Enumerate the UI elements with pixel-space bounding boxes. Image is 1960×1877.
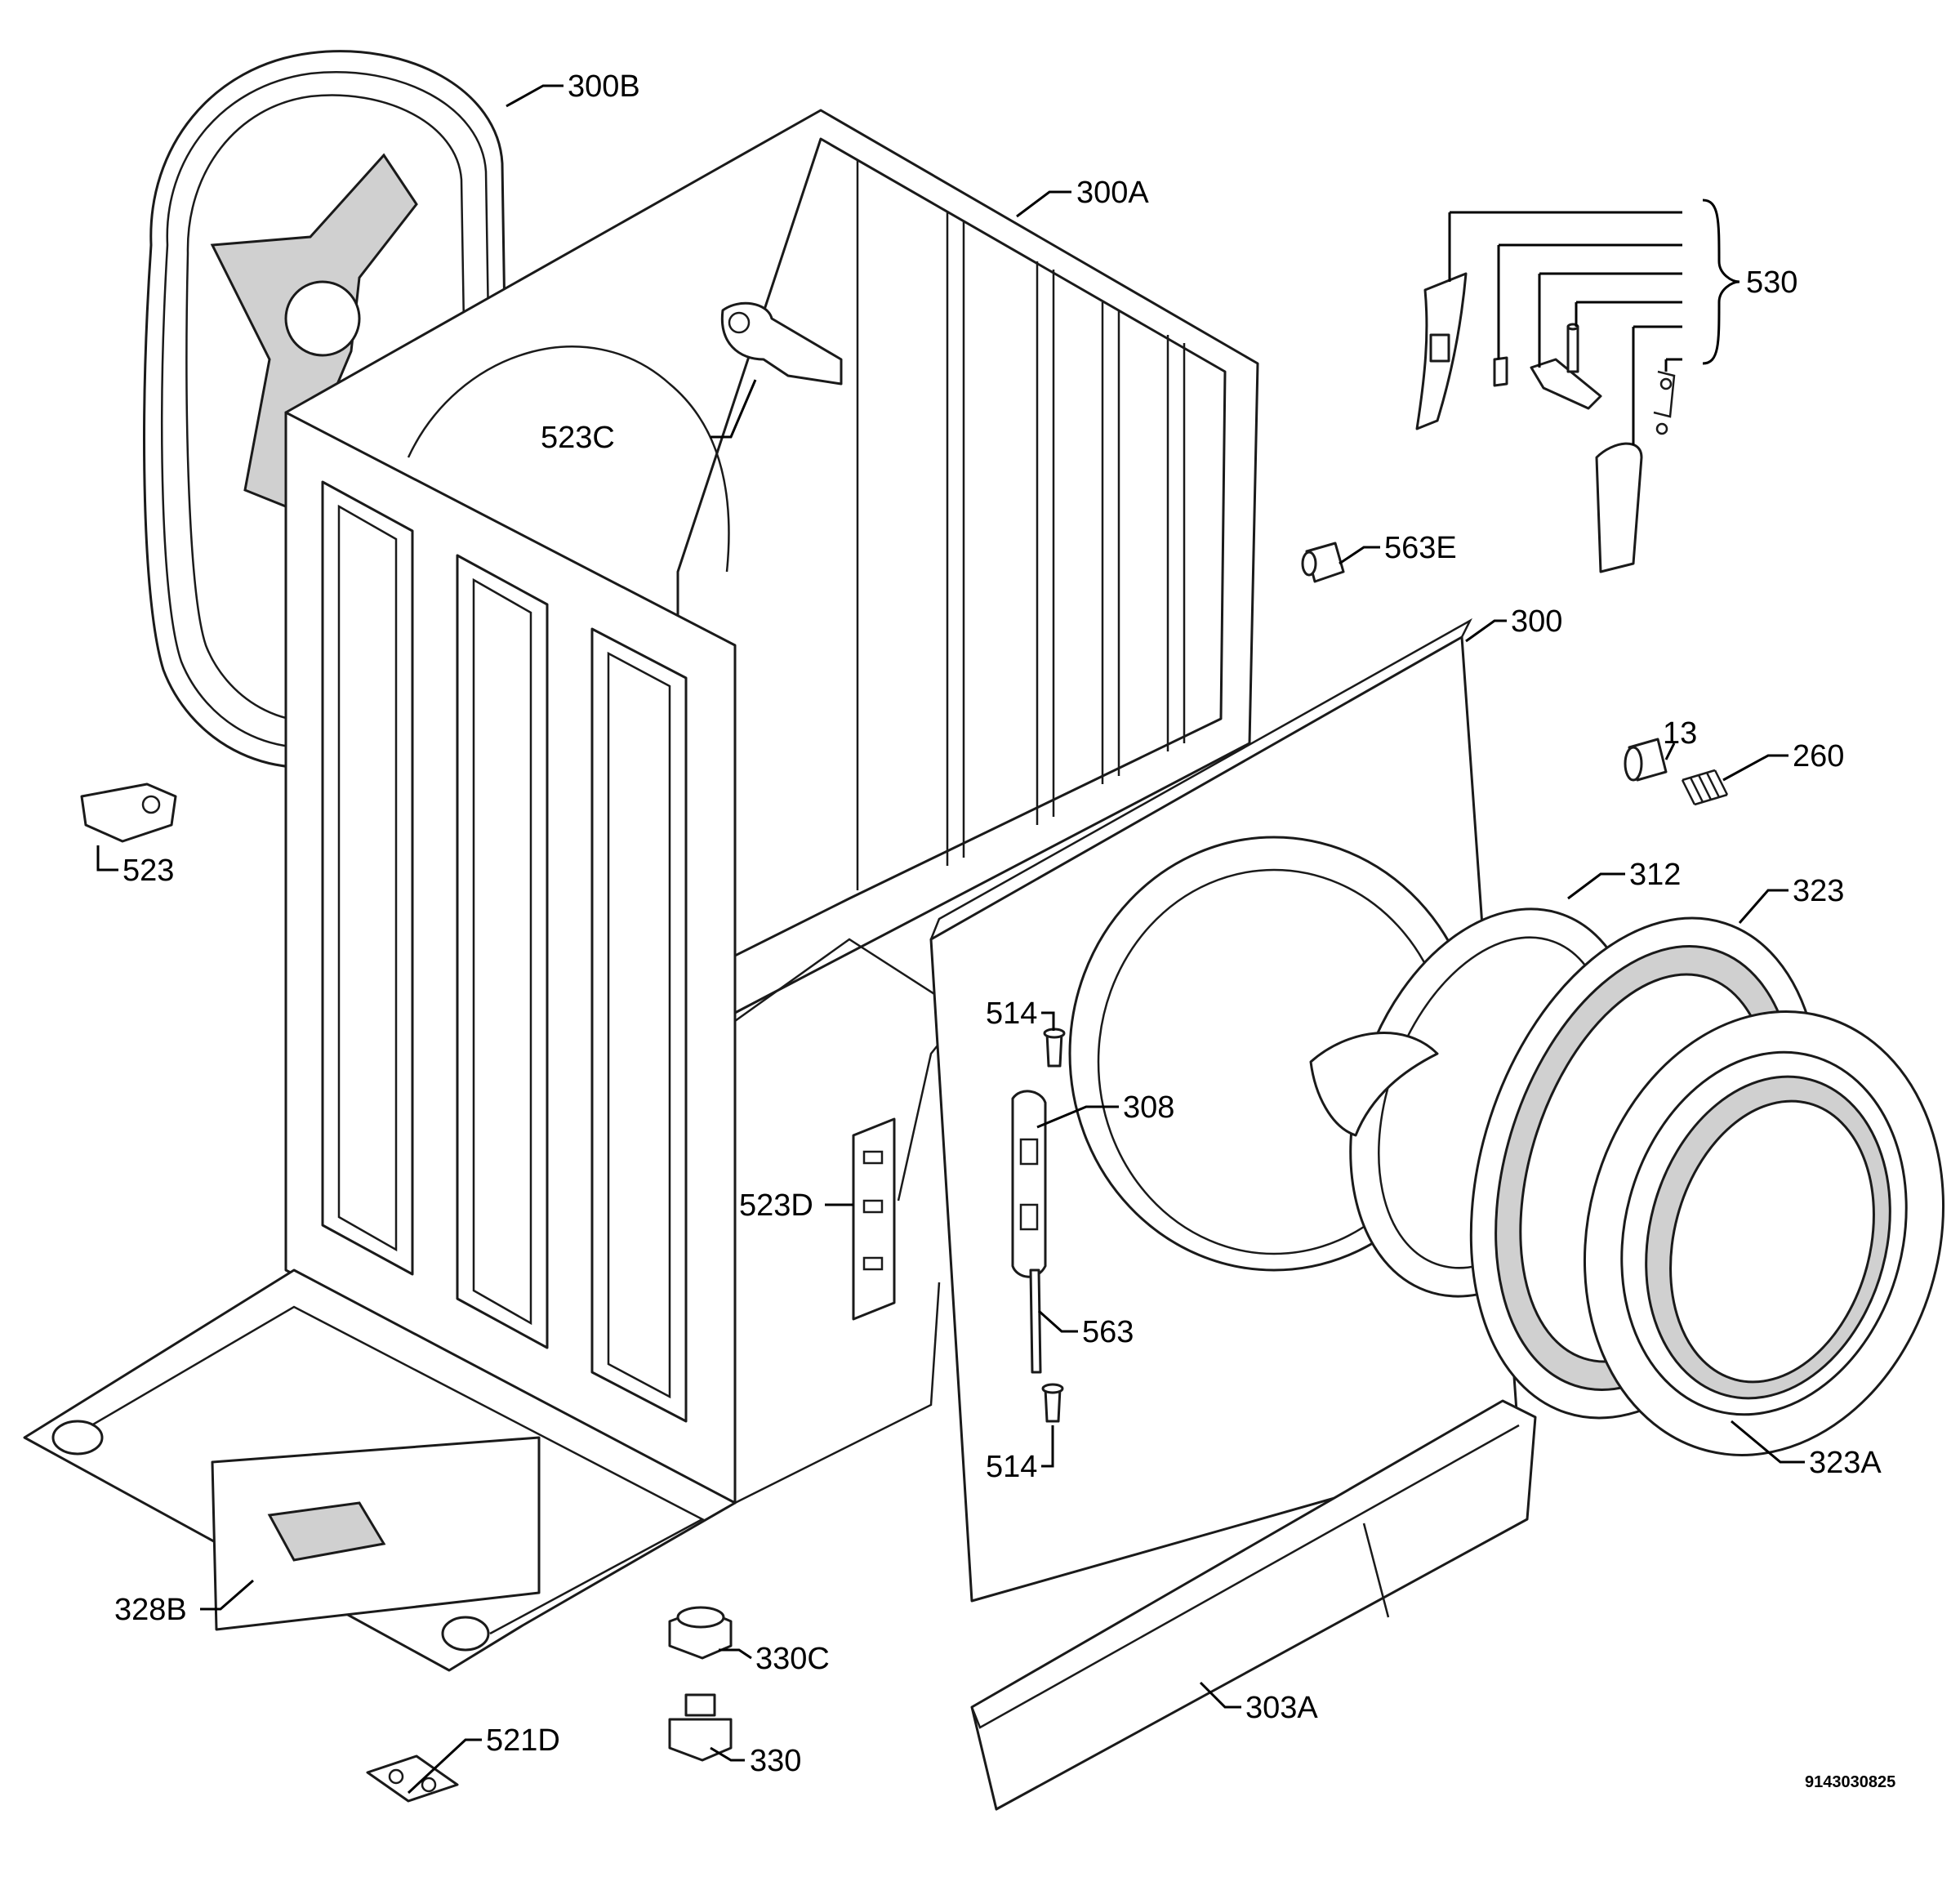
label-523C: 523C <box>541 421 615 455</box>
label-514-top: 514 <box>986 996 1037 1031</box>
valve-330 <box>668 1693 733 1762</box>
label-300A: 300A <box>1076 176 1149 210</box>
label-323: 323 <box>1793 874 1844 908</box>
label-323A: 323A <box>1809 1446 1882 1480</box>
bracket-523D <box>852 1117 896 1321</box>
pin-514-top <box>1043 1028 1066 1068</box>
label-523: 523 <box>122 854 174 888</box>
hinge-308 <box>1011 1090 1047 1278</box>
label-523D: 523D <box>739 1188 813 1223</box>
base-plinth-328B <box>23 1268 737 1672</box>
label-330C: 330C <box>755 1642 830 1676</box>
pin-514-bottom <box>1041 1383 1064 1423</box>
bushing-563E <box>1301 542 1345 583</box>
part-labels: 300B 300A 530 523C 563E 300 13 260 523 3… <box>114 69 1895 1791</box>
label-514-bottom: 514 <box>986 1450 1037 1484</box>
lock-assembly-530 <box>1415 272 1676 573</box>
rod-563 <box>1029 1268 1042 1374</box>
nut-330C <box>668 1606 733 1660</box>
label-13: 13 <box>1663 716 1697 751</box>
spring-260 <box>1681 769 1729 806</box>
label-303A: 303A <box>1245 1691 1318 1725</box>
label-260: 260 <box>1793 739 1844 774</box>
label-330: 330 <box>750 1744 801 1778</box>
clamp-523C <box>720 301 843 386</box>
label-328B: 328B <box>114 1593 187 1627</box>
document-number: 9143030825 <box>1805 1773 1895 1791</box>
label-300: 300 <box>1511 604 1562 639</box>
label-563E: 563E <box>1384 531 1457 565</box>
clip-523 <box>80 782 177 843</box>
leader-lines <box>96 84 1805 1795</box>
label-563: 563 <box>1082 1315 1134 1349</box>
label-308: 308 <box>1123 1090 1174 1125</box>
label-312: 312 <box>1629 858 1681 892</box>
label-530: 530 <box>1746 265 1797 300</box>
knob-13 <box>1624 738 1668 782</box>
label-521D: 521D <box>486 1723 560 1758</box>
door-outer-323A <box>1583 1010 1945 1456</box>
kickplate-303A <box>970 1399 1537 1811</box>
clip-521D <box>366 1754 459 1803</box>
label-300B: 300B <box>568 69 640 104</box>
